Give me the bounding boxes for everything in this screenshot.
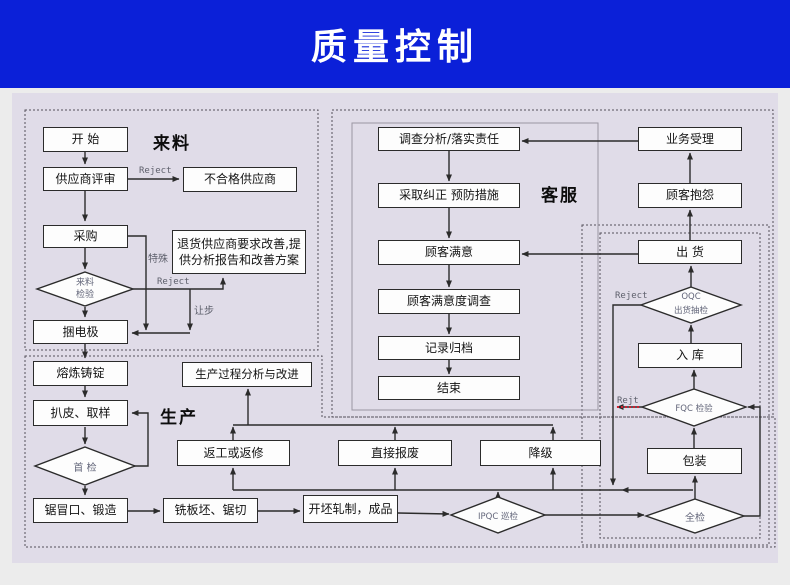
node-end: 结束 <box>378 376 520 400</box>
incoming-region-border <box>24 109 319 351</box>
service-inner-border <box>351 122 599 411</box>
node-rework: 返工或返修 <box>177 440 290 466</box>
node-scrap: 直接报废 <box>338 440 452 466</box>
node-melting: 熔炼铸锭 <box>33 361 128 386</box>
incoming-inspection-diamond <box>34 271 136 307</box>
edge-label-reject-supplier: Reject <box>139 166 172 176</box>
title-bar: 质量控制 <box>0 0 790 88</box>
node-unqualified-supplier: 不合格供应商 <box>183 167 297 192</box>
fqc-diamond <box>639 388 749 427</box>
node-rolling: 开坯轧制，成品 <box>303 495 398 523</box>
node-investigate: 调查分析/落实责任 <box>378 127 520 151</box>
node-shipment: 出 货 <box>638 240 742 264</box>
oqc-label: OQC 出货抽检 <box>673 292 708 316</box>
edge-label-reject-incoming: Reject <box>157 277 190 287</box>
node-warehouse: 入 库 <box>638 343 742 368</box>
node-supplier-review: 供应商评审 <box>43 167 128 191</box>
incoming-inspection-label: 来料 检验 <box>75 277 94 300</box>
node-packing: 包装 <box>647 448 742 474</box>
node-purchase: 采购 <box>43 225 128 248</box>
section-borders <box>24 109 776 548</box>
production-region-border <box>24 355 776 548</box>
edge-label-concession: 让步 <box>194 306 214 317</box>
node-process-analysis: 生产过程分析与改进 <box>182 362 312 387</box>
full-inspection-diamond <box>643 498 747 534</box>
node-complaint: 顾客抱怨 <box>638 183 742 208</box>
page-title: 质量控制 <box>310 27 479 67</box>
diamonds <box>33 271 749 534</box>
edge-label-special: 特殊 <box>148 254 168 265</box>
node-milling: 铣板坯、锯切 <box>163 498 258 523</box>
connectors <box>82 138 761 518</box>
node-downgrade: 降级 <box>480 440 601 466</box>
section-label-incoming: 来料 <box>153 134 191 154</box>
node-acceptance: 业务受理 <box>638 127 742 151</box>
oqc-diamond <box>638 286 744 324</box>
node-satisfaction: 顾客满意 <box>378 240 520 265</box>
full-inspection-label: 全检 <box>685 513 705 524</box>
section-label-production: 生产 <box>160 408 198 428</box>
edge-label-reject-fqc: Rejt <box>617 396 639 408</box>
edge-label-reject-oqc: Reject <box>615 291 648 301</box>
fqc-label: FQC 检验 <box>675 403 713 414</box>
shipping-outer-border <box>581 224 770 546</box>
node-return-supplier: 退货供应商要求改善,提供分析报告和改善方案 <box>172 230 306 274</box>
node-corrective: 采取纠正 预防措施 <box>378 183 520 208</box>
node-survey: 顾客满意度调查 <box>378 289 520 314</box>
first-inspection-label: 首 检 <box>73 462 97 474</box>
node-start: 开 始 <box>43 127 128 152</box>
first-inspection-diamond <box>33 446 137 486</box>
ipqc-diamond <box>449 496 547 534</box>
node-peeling: 扒皮、取样 <box>33 400 128 426</box>
node-saw-forge: 锯冒口、锻造 <box>33 498 128 523</box>
node-archive: 记录归档 <box>378 336 520 360</box>
shipping-inner-border <box>599 232 761 539</box>
node-bundle-electrode: 捆电极 <box>33 320 128 344</box>
section-label-service: 客服 <box>541 186 579 206</box>
ipqc-label: IPQC 巡检 <box>478 511 518 522</box>
